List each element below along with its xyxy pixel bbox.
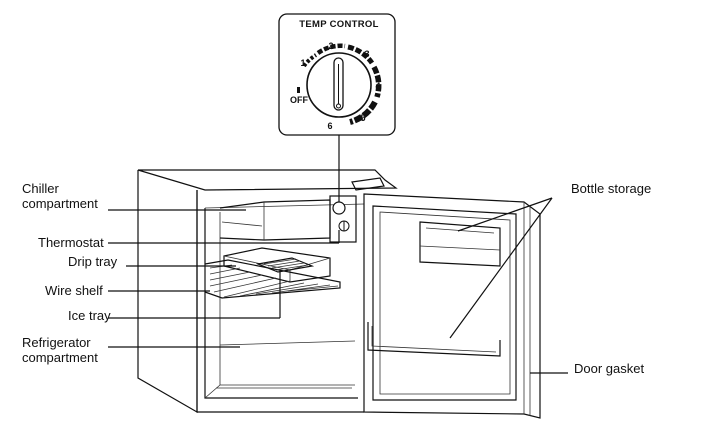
dial-setting-3: 3 xyxy=(364,49,369,59)
label-ice-tray: Ice tray xyxy=(68,308,111,323)
label-thermostat: Thermostat xyxy=(38,235,104,250)
dial-setting-5: 5 xyxy=(360,113,365,123)
dial-setting-4: 4 xyxy=(375,81,380,91)
dial-setting-6: 6 xyxy=(327,121,332,131)
label-refrigerator-compartment: Refrigerator compartment xyxy=(22,335,98,365)
temp-control-title: TEMP CONTROL xyxy=(299,19,378,30)
label-door-gasket: Door gasket xyxy=(574,361,644,376)
temp-control-inset: TEMP CONTROL OFF 1 2 3 4 5 6 xyxy=(279,14,395,135)
dial-setting-1: 1 xyxy=(300,58,305,68)
refrigerator-door xyxy=(352,178,540,418)
label-wire-shelf: Wire shelf xyxy=(45,283,103,298)
callout-lines xyxy=(108,198,568,373)
label-drip-tray: Drip tray xyxy=(68,254,118,269)
dial-setting-off: OFF xyxy=(290,95,308,105)
label-bottle-storage: Bottle storage xyxy=(571,181,651,196)
label-chiller-compartment: Chiller compartment xyxy=(22,181,98,211)
thermostat-knob[interactable] xyxy=(333,202,345,214)
dial-setting-2: 2 xyxy=(328,41,333,51)
